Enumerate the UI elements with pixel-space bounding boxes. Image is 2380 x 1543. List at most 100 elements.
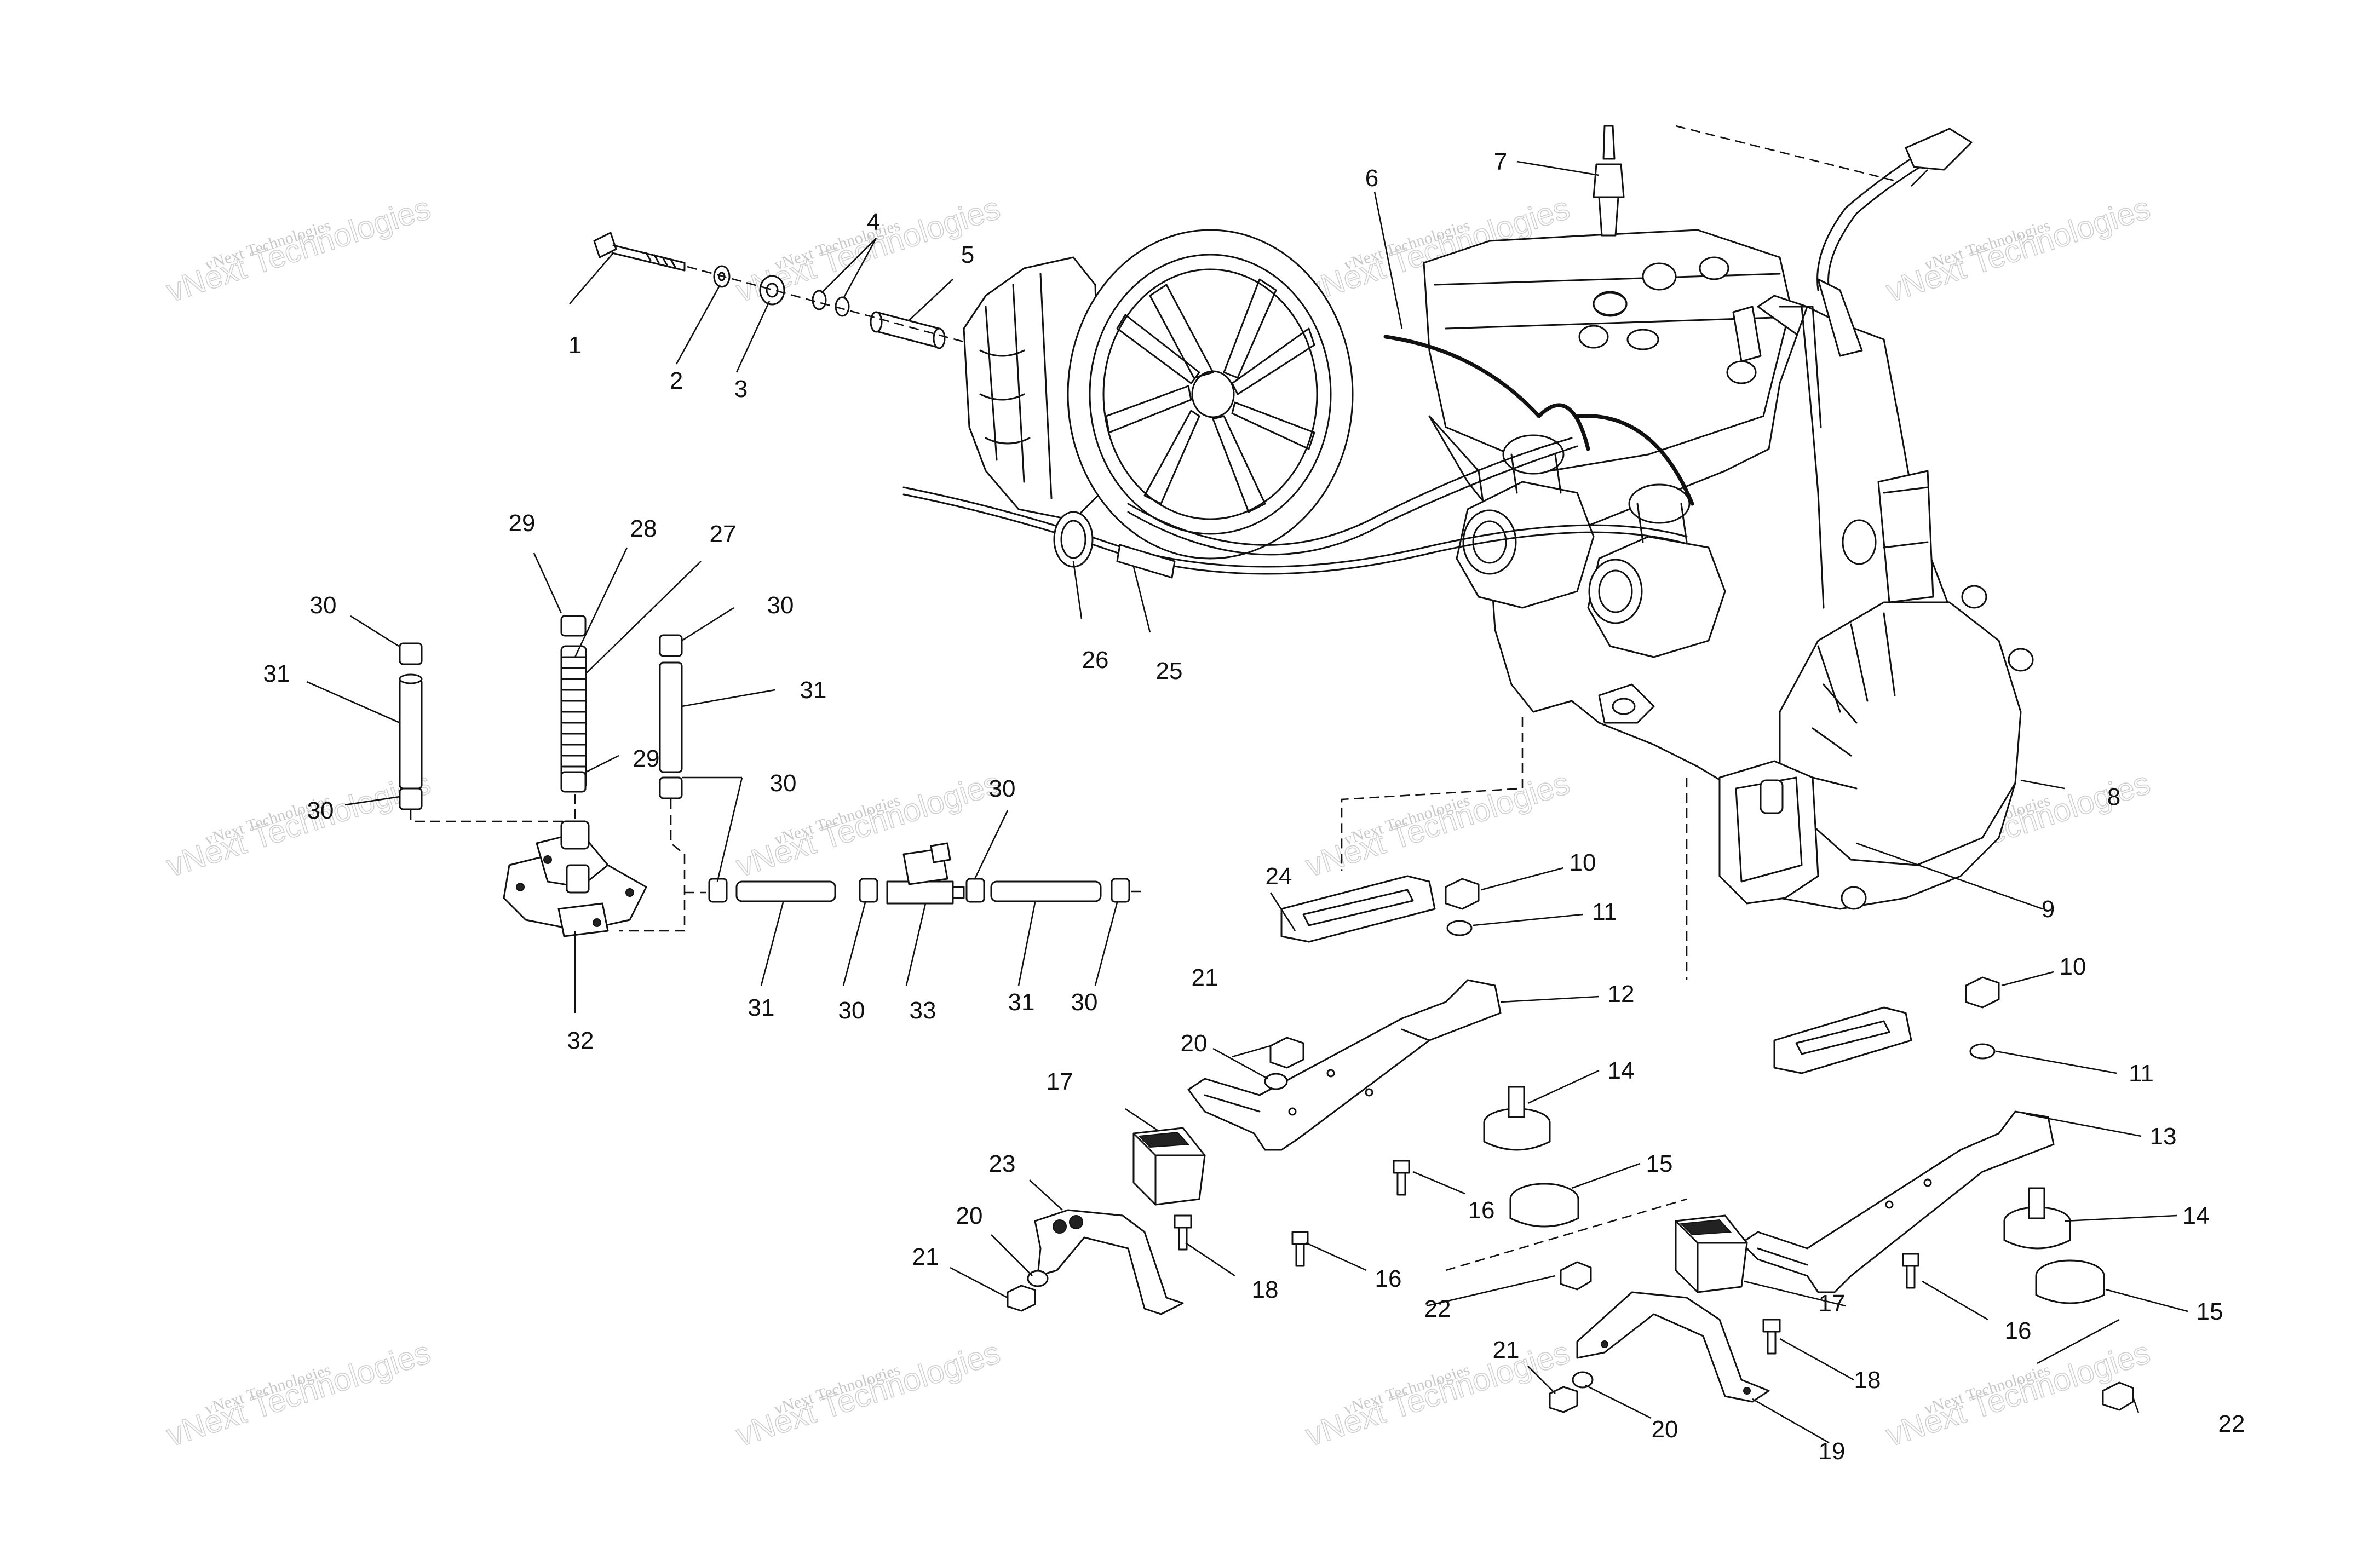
callout-30f: 30 xyxy=(989,775,1016,802)
svg-text:vNext Technologies: vNext Technologies xyxy=(1301,1334,1573,1453)
part-rubber-mount-14 xyxy=(1483,1086,1551,1151)
callout-16b: 16 xyxy=(1375,1265,1402,1292)
part-bracket-23 xyxy=(1034,1209,1184,1315)
callout-11a: 11 xyxy=(1592,899,1617,925)
callout-31c: 31 xyxy=(748,994,775,1021)
callout-17b: 17 xyxy=(1819,1290,1846,1317)
part-block-17 xyxy=(1132,1127,1206,1206)
watermark: vNext Technologies vNext Technologies xyxy=(162,764,435,884)
callout-31b: 31 xyxy=(800,677,827,704)
callout-15b: 15 xyxy=(2197,1298,2223,1325)
part-hose-31a xyxy=(399,678,423,790)
watermark: vNext Technologies vNext Technologies xyxy=(1882,189,2155,309)
callout-21a: 21 xyxy=(1192,964,1218,991)
part-plug-wire xyxy=(1816,128,1973,357)
callout-18a: 18 xyxy=(1252,1276,1279,1303)
callout-5: 5 xyxy=(961,241,974,268)
callout-25: 25 xyxy=(1156,658,1183,684)
callout-10a: 10 xyxy=(1570,849,1596,876)
callout-30c: 30 xyxy=(307,797,334,824)
svg-text:vNext Technologies: vNext Technologies xyxy=(162,765,434,884)
callout-30g: 30 xyxy=(1071,989,1098,1016)
callout-10b: 10 xyxy=(2060,953,2086,980)
part-hose-31c xyxy=(735,880,836,902)
callout-32: 32 xyxy=(567,1027,594,1054)
watermark: vNext Technologies vNext Technologies xyxy=(162,189,435,309)
svg-text:vNext Technologies: vNext Technologies xyxy=(1882,190,2154,309)
callout-31a: 31 xyxy=(263,660,290,687)
callout-23: 23 xyxy=(989,1150,1016,1177)
callout-3: 3 xyxy=(734,376,748,402)
watermark: vNext Technologies vNext Technologies xyxy=(162,1334,435,1454)
part-engine xyxy=(902,229,2034,910)
callout-30b: 30 xyxy=(767,592,794,619)
callout-22a: 22 xyxy=(1424,1296,1451,1322)
callout-18b: 18 xyxy=(1854,1367,1881,1394)
callout-17a: 17 xyxy=(1047,1068,1073,1095)
callout-19: 19 xyxy=(1819,1438,1846,1465)
part-plate-24 xyxy=(1280,875,1436,943)
part-washer-3 xyxy=(759,275,785,306)
callout-31d: 31 xyxy=(1008,989,1035,1016)
callout-16c: 16 xyxy=(2005,1317,2032,1344)
callout-21c: 21 xyxy=(1493,1337,1520,1363)
leader-lines xyxy=(306,125,2188,1444)
callout-27: 27 xyxy=(710,521,737,548)
callout-29a: 29 xyxy=(509,510,536,537)
part-fuel-pump xyxy=(503,820,647,937)
part-block-17b xyxy=(1675,1214,1748,1293)
part-drive-clutch xyxy=(963,229,1354,560)
callout-30d: 30 xyxy=(770,770,797,797)
callout-16a: 16 xyxy=(1468,1197,1495,1224)
callout-1: 1 xyxy=(568,332,582,359)
part-spacer-5 xyxy=(870,311,946,349)
part-carburetor-right xyxy=(1587,483,1726,658)
callout-24: 24 xyxy=(1266,863,1292,890)
part-puck-15 xyxy=(1509,1183,1579,1228)
fuel-system xyxy=(399,615,1145,937)
part-carburetor-left xyxy=(1456,434,1595,609)
callout-29b: 29 xyxy=(633,745,660,772)
watermark: vNext Technologies vNext Technologies xyxy=(1301,1334,1574,1454)
svg-text:vNext Technologies: vNext Technologies xyxy=(162,1334,434,1453)
part-puck-15b xyxy=(2035,1259,2105,1304)
callout-12: 12 xyxy=(1608,981,1635,1007)
svg-text:vNext Technologies: vNext Technologies xyxy=(732,1334,1004,1453)
watermark: vNext Technologies vNext Technologies xyxy=(1301,764,1574,884)
callout-labels: 1 2 3 4 5 6 7 8 9 10 10 11 11 12 13 14 1… xyxy=(263,148,2245,1465)
callout-14a: 14 xyxy=(1608,1057,1635,1084)
callout-2: 2 xyxy=(670,367,683,394)
callout-15a: 15 xyxy=(1646,1150,1673,1177)
svg-text:vNext Technologies: vNext Technologies xyxy=(162,190,434,309)
callout-4: 4 xyxy=(867,209,880,235)
part-bracket-12 xyxy=(1187,979,1502,1151)
callout-6: 6 xyxy=(1365,165,1378,192)
callout-26: 26 xyxy=(1082,647,1109,673)
part-bolt xyxy=(593,232,686,272)
callout-7: 7 xyxy=(1494,148,1507,175)
part-bracket-19 xyxy=(1576,1291,1770,1403)
callout-30e: 30 xyxy=(838,997,865,1024)
part-oring-4a xyxy=(812,290,827,310)
part-oring-4b xyxy=(835,296,850,317)
callout-8: 8 xyxy=(2107,784,2120,810)
part-tee-fitting-33 xyxy=(886,842,965,905)
callout-9: 9 xyxy=(2042,896,2055,923)
part-spark-plug xyxy=(1593,125,1628,316)
callout-20a: 20 xyxy=(1181,1030,1208,1057)
callout-11b: 11 xyxy=(2129,1060,2154,1087)
callout-20c: 20 xyxy=(1652,1416,1678,1443)
callout-21b: 21 xyxy=(912,1243,939,1270)
part-nut-10 xyxy=(1445,878,1480,910)
callout-30a: 30 xyxy=(310,592,337,619)
part-bracket-13 xyxy=(1740,1110,2055,1293)
part-hose-31d xyxy=(990,880,1102,902)
clutch-bolt-assembly xyxy=(593,232,986,349)
engine-mounts xyxy=(1007,717,2134,1413)
callout-33: 33 xyxy=(910,997,936,1024)
part-rubber-mount-14b xyxy=(2003,1187,2071,1250)
callout-13: 13 xyxy=(2150,1123,2177,1150)
part-hose-31b xyxy=(659,661,683,773)
callout-20b: 20 xyxy=(956,1202,983,1229)
